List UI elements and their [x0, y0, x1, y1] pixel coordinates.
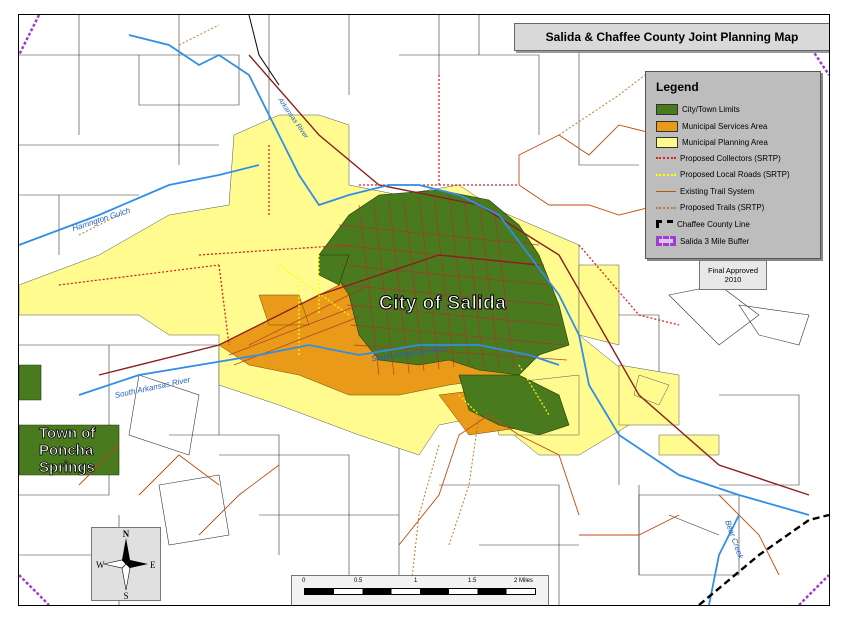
town-label: Town of Poncha Springs: [39, 425, 96, 477]
legend-label: Existing Trail System: [680, 186, 755, 196]
legend-swatch: [656, 137, 678, 148]
legend-swatch: [656, 206, 676, 209]
compass-e: E: [150, 560, 156, 570]
legend-swatch: [656, 104, 678, 115]
street-grid: [228, 194, 568, 376]
map-frame: Salida & Chaffee County Joint Planning M…: [18, 14, 830, 606]
legend-item: Municipal Services Area: [656, 120, 768, 132]
approval-note-line2: 2010: [724, 275, 742, 284]
legend-item: Municipal Planning Area: [656, 137, 768, 148]
compass-s: S: [123, 591, 128, 600]
legend-item: Proposed Collectors (SRTP): [656, 154, 781, 163]
legend-item: Existing Trail System: [656, 187, 754, 196]
scale-tick-1: 0.5: [354, 578, 363, 584]
legend-label: Proposed Trails (SRTP): [680, 203, 765, 212]
city-label: City of Salida: [378, 293, 507, 315]
compass-rose-icon: N S W E: [96, 529, 156, 601]
scale-bar: 0 0.5 1 1.5 2 Miles: [291, 575, 549, 605]
scale-tick-4: 2 Miles: [514, 578, 534, 584]
legend-swatch: [656, 236, 676, 246]
legend-label: Salida 3 Mile Buffer: [680, 236, 750, 246]
proposed-trails: [78, 24, 646, 605]
legend-swatch: [656, 220, 673, 228]
legend-swatch: [656, 190, 676, 192]
north-arrow: N S W E: [91, 527, 161, 601]
legend-label: Municipal Planning Area: [682, 138, 768, 147]
legend-swatch: [656, 120, 678, 132]
scale-tick-0: 0: [302, 578, 306, 584]
approval-note: Final Approved 2010: [699, 260, 767, 290]
proposed-collectors: [58, 75, 680, 346]
scale-tick-3: 1.5: [468, 578, 477, 584]
legend-swatch: [656, 173, 676, 176]
county-line: [698, 513, 829, 605]
legend-label: City/Town Limits: [682, 105, 740, 114]
legend-item: Proposed Local Roads (SRTP): [656, 170, 790, 179]
legend-item: Chaffee County Line: [656, 220, 750, 229]
compass-w: W: [96, 560, 105, 570]
legend-label: Proposed Collectors (SRTP): [680, 153, 781, 163]
county-line-top: [248, 15, 280, 86]
legend-item: City/Town Limits: [656, 104, 740, 115]
legend-swatch: [656, 157, 676, 159]
scale-bar-graphic: [304, 588, 536, 595]
compass-n: N: [123, 529, 130, 539]
map-title: Salida & Chaffee County Joint Planning M…: [514, 23, 829, 51]
map-canvas[interactable]: [19, 15, 829, 605]
legend-label: Municipal Services Area: [682, 121, 768, 131]
approval-note-line1: Final Approved: [707, 266, 759, 275]
proposed-local-roads: [278, 255, 550, 416]
legend-title: Legend: [656, 80, 699, 94]
legend-label: Proposed Local Roads (SRTP): [680, 170, 790, 179]
legend-label: Chaffee County Line: [677, 219, 750, 229]
rivers: [19, 34, 810, 605]
legend-item: Salida 3 Mile Buffer: [656, 236, 749, 246]
scale-tick-2: 1: [414, 578, 418, 584]
legend-item: Proposed Trails (SRTP): [656, 203, 764, 212]
